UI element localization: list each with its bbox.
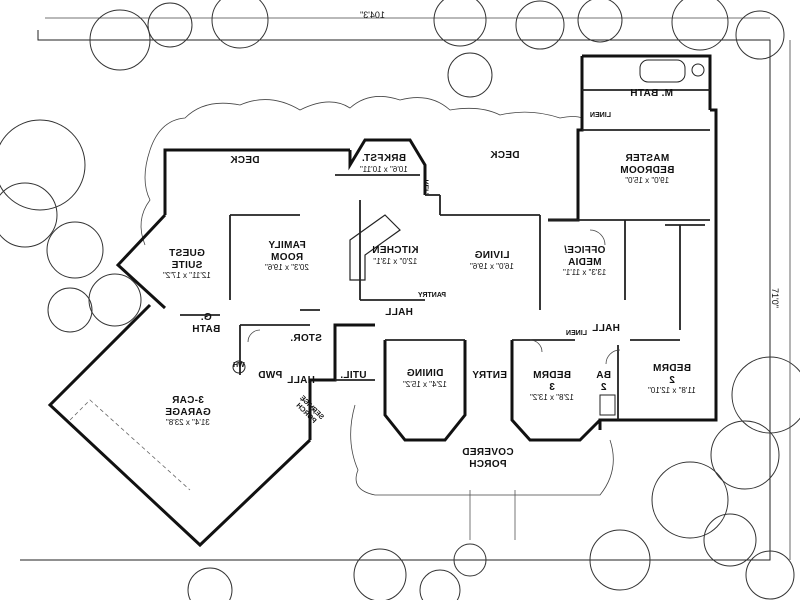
shower [599,394,616,416]
bath-tub [639,59,686,83]
room-name: PWD [258,370,283,381]
room-name-1: MASTER [625,153,670,164]
water-heater [232,360,246,374]
room-name-2: BATH [192,323,221,335]
room-garage: 3-CAR GARAGE 31'4" x 23'8" [165,395,211,427]
room-master-bedroom: MASTER BEDROOM 19'0" x 15'0" [620,153,674,185]
room-name-2: 3 [549,381,555,393]
room-dims: 10'6" x 10'11" [360,164,408,174]
room-name: BRKFST. [361,153,407,164]
room-name-2: MEDIA [567,256,602,268]
room-dining: DINING 12'4" x 15'2" [403,368,447,389]
room-name: LIVING [474,250,510,261]
fixture-label: WH [233,362,245,369]
room-util: UTIL. [340,370,367,382]
room-pantry: PANTRY [418,292,446,300]
room-name-1: FAMILY [268,240,306,251]
room-dims: 20'3" x 19'6" [265,263,309,272]
property-line [20,30,771,561]
room-name: STOR. [290,333,322,344]
room-name: LINEN [566,330,587,337]
room-dims: 19'0" x 15'0" [625,176,670,185]
room-hall-left: HALL [287,375,315,387]
room-name: HALL [287,375,315,386]
room-hall-right: HALL [592,323,620,335]
room-entry: ENTRY [472,370,507,382]
room-dims: 12'4" x 15'2" [403,379,447,389]
overall-width-label: 104'3" [360,10,385,20]
room-family-room: FAMILY ROOM 20'3" x 19'6" [265,240,309,272]
door-swings [247,229,621,415]
overall-depth-label: 71'0" [769,288,780,308]
room-name-1: 3-CAR [171,395,204,406]
room-name: LINEN [590,112,611,119]
front-walk [469,490,516,540]
room-deck-left: DECK [230,155,260,167]
room-name-1: BEDRM [652,363,691,374]
room-name: DINING [406,368,444,379]
room-name: HALL [592,323,620,334]
room-name-2: SUITE [171,259,203,271]
room-dims: 12'11" x 17'2" [163,271,211,280]
room-pwd: PWD [258,370,282,382]
fridge-marker [691,63,705,77]
room-guest-suite: GUEST SUITE 12'11" x 17'2" [163,248,211,280]
room-name: ENTRY [472,370,508,381]
room-dims: 16'0" x 19'6" [470,261,514,271]
room-covered-porch: COVERED PORCH [462,447,514,470]
kitchen-island [349,214,401,281]
room-name: PANTRY [418,292,446,299]
interior-walls [180,89,710,420]
room-name-2: GARAGE [165,406,211,418]
room-name-1: GUEST [168,248,205,259]
garage-door-line [69,399,191,491]
room-ba2: BA 2 [596,370,611,393]
room-name: M. BATH [630,88,674,99]
room-dims: 12'8" x 13'2" [530,393,574,402]
room-dims: 11'8" x 12'10" [648,386,696,395]
room-name: HALL [385,307,413,318]
room-office-media: OFFICE/ MEDIA 13'3" x 11'1" [563,245,606,277]
room-kitchen: KITCHEN 12'0" x 13'1" [372,245,419,266]
room-name-1: COVERED [462,447,514,458]
room-name-1: OFFICE/ [563,245,606,256]
room-dims: 13'3" x 11'1" [563,268,607,277]
room-stor: STOR. [290,333,322,345]
room-name-2: 2 [600,381,607,393]
room-bedrm3: BEDRM 3 12'8" x 13'2" [530,370,574,402]
room-name-2: ROOM [270,251,304,263]
hedge [140,96,614,496]
room-name-1: G. [200,312,212,323]
fixture-ref: REF. [424,179,432,194]
room-g-bath: G. BATH [192,312,220,335]
room-name-1: BA [596,370,612,381]
room-name: UTIL. [340,370,367,381]
room-living: LIVING 16'0" x 19'6" [470,250,514,271]
room-name-1: BEDRM [532,370,572,381]
room-name: DECK [230,155,260,166]
room-name-2: BEDROOM [620,164,675,176]
room-dims: 12'0" x 13'1" [373,256,418,266]
room-name-2: 2 [668,374,675,386]
room-linen-mid: LINEN [566,330,587,338]
room-linen-top: LINEN [590,112,611,120]
room-name: KITCHEN [372,245,419,256]
fixture-label: REF. [423,179,431,195]
room-name: DECK [490,150,520,161]
exterior-walls [47,54,718,548]
room-name-2: PORCH [468,458,507,470]
room-hall-mid: HALL [385,307,413,319]
room-brkfst: BRKFST. 10'6" x 10'11" [360,153,408,174]
fixture-wh: WH [233,362,245,370]
room-dims: 31'4" x 23'8" [165,418,210,427]
room-bedrm2: BEDRM 2 11'8" x 12'10" [648,363,696,395]
room-m-bath: M. BATH [630,88,673,100]
room-deck-right: DECK [490,150,520,162]
